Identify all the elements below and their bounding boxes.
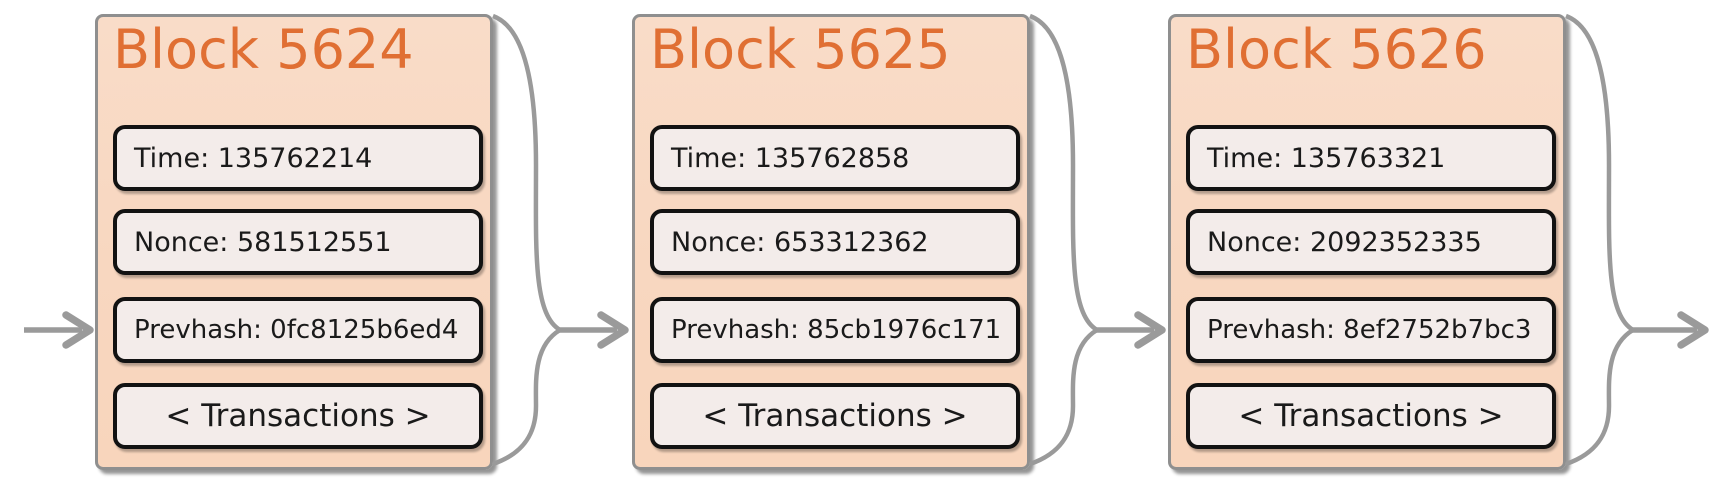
nonce-field: Nonce: 2092352335 <box>1186 209 1556 275</box>
block-title: Block 5625 <box>650 18 951 81</box>
nonce-field: Nonce: 653312362 <box>650 209 1020 275</box>
transactions-field: < Transactions > <box>113 383 483 449</box>
block-card: Block 5626 Time: 135763321 Nonce: 209235… <box>1168 14 1566 470</box>
hash-brace-arrow <box>1029 13 1166 467</box>
hash-brace-arrow-outgoing <box>1565 13 1709 467</box>
hash-brace-arrow <box>492 13 629 467</box>
incoming-arrow <box>24 311 94 349</box>
transactions-field: < Transactions > <box>650 383 1020 449</box>
prevhash-field: Prevhash: 85cb1976c171 <box>650 297 1020 363</box>
prevhash-field: Prevhash: 0fc8125b6ed4 <box>113 297 483 363</box>
block-card: Block 5625 Time: 135762858 Nonce: 653312… <box>632 14 1030 470</box>
time-field: Time: 135762214 <box>113 125 483 191</box>
nonce-field: Nonce: 581512551 <box>113 209 483 275</box>
time-field: Time: 135763321 <box>1186 125 1556 191</box>
block-title: Block 5626 <box>1186 18 1487 81</box>
prevhash-field: Prevhash: 8ef2752b7bc3 <box>1186 297 1556 363</box>
block-title: Block 5624 <box>113 18 414 81</box>
time-field: Time: 135762858 <box>650 125 1020 191</box>
transactions-field: < Transactions > <box>1186 383 1556 449</box>
block-card: Block 5624 Time: 135762214 Nonce: 581512… <box>95 14 493 470</box>
